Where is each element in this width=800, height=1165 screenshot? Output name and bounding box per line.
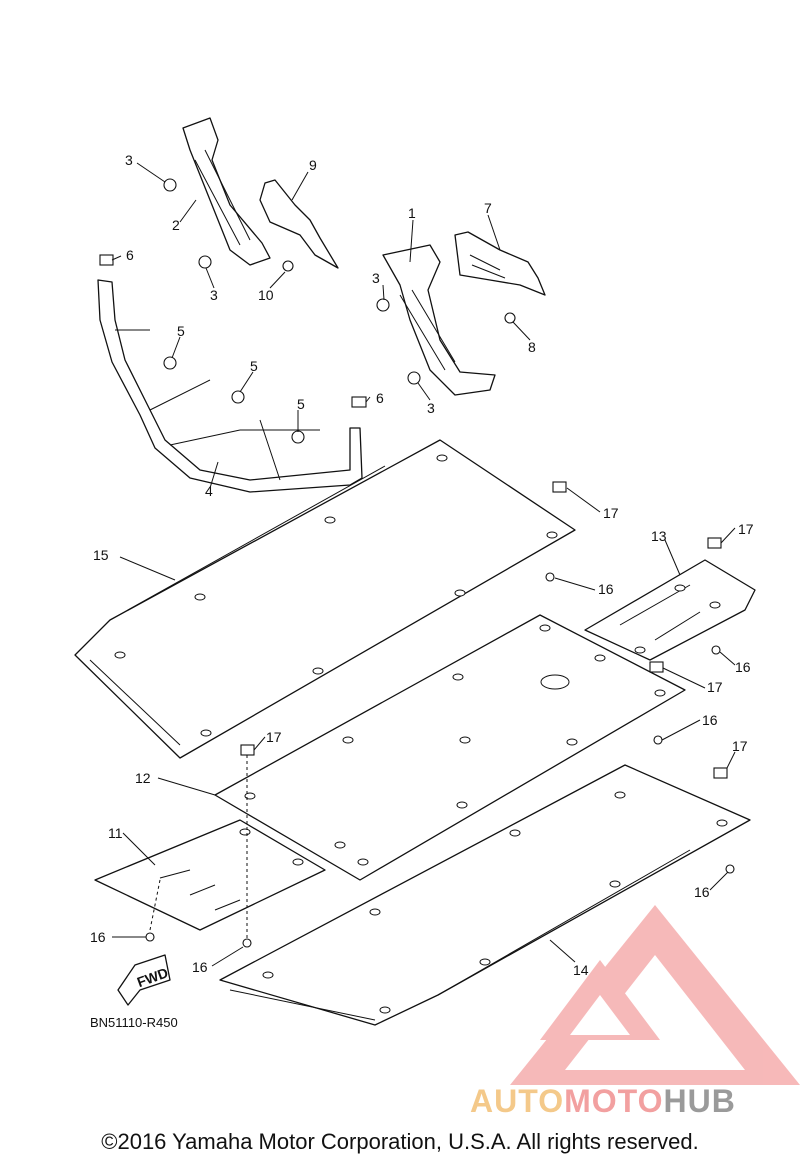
- watermark-text: AUTOMOTOHUB: [470, 1083, 736, 1120]
- callout-3: 3: [427, 400, 435, 416]
- watermark-logo: [510, 905, 800, 1085]
- callout-16: 16: [598, 581, 614, 597]
- copyright-notice: ©2016 Yamaha Motor Corporation, U.S.A. A…: [101, 1129, 699, 1154]
- callout-5: 5: [250, 358, 258, 374]
- callout-7: 7: [484, 200, 492, 216]
- skid-plate-11: [94, 819, 326, 931]
- callout-10: 10: [258, 287, 274, 303]
- callout-15: 15: [93, 547, 109, 563]
- watermark-part-1: AUTO: [470, 1083, 565, 1119]
- callout-17: 17: [732, 738, 748, 754]
- guard-right: [454, 231, 546, 296]
- callout-14: 14: [573, 962, 589, 978]
- callout-3: 3: [125, 152, 133, 168]
- callout-2: 2: [172, 217, 180, 233]
- callout-8: 8: [528, 339, 536, 355]
- callout-labels: 1 2 3 3 3 3 4 5 5 5 6 6 7 8 9 10 11 12 1…: [90, 152, 754, 978]
- callout-16: 16: [90, 929, 106, 945]
- callout-5: 5: [177, 323, 185, 339]
- callout-16: 16: [735, 659, 751, 675]
- leader-lines: [111, 162, 736, 967]
- bracket-left: [182, 117, 271, 266]
- fasteners: [99, 178, 735, 948]
- diagram-code: BN51110-R450: [90, 1015, 178, 1030]
- callout-11: 11: [108, 825, 123, 841]
- callout-1: 1: [408, 205, 416, 221]
- callout-16: 16: [694, 884, 710, 900]
- watermark-part-2: MOTO: [564, 1083, 664, 1119]
- callout-16: 16: [192, 959, 208, 975]
- alignment-lines: [149, 755, 248, 940]
- callout-16: 16: [702, 712, 718, 728]
- callout-3: 3: [372, 270, 380, 286]
- bracket-right: [382, 244, 496, 396]
- fwd-arrow: FWD: [117, 954, 171, 1006]
- callout-17: 17: [603, 505, 619, 521]
- callout-17: 17: [707, 679, 723, 695]
- callout-6: 6: [126, 247, 134, 263]
- skid-plate-13: [584, 559, 756, 661]
- callout-4: 4: [205, 483, 213, 499]
- frame-tube: [97, 279, 363, 493]
- callout-17: 17: [738, 521, 754, 537]
- guard-left: [259, 179, 339, 269]
- skid-plate-14: [219, 764, 751, 1026]
- callout-3: 3: [210, 287, 218, 303]
- callout-9: 9: [309, 157, 317, 173]
- watermark-part-3: HUB: [663, 1083, 736, 1119]
- callout-13: 13: [651, 528, 667, 544]
- callout-12: 12: [135, 770, 151, 786]
- skid-plate-12: [214, 614, 686, 881]
- callout-6: 6: [376, 390, 384, 406]
- callout-17: 17: [266, 729, 282, 745]
- skid-plate-15: [74, 439, 576, 759]
- callout-5: 5: [297, 396, 305, 412]
- plate-mount-holes: [114, 454, 728, 1014]
